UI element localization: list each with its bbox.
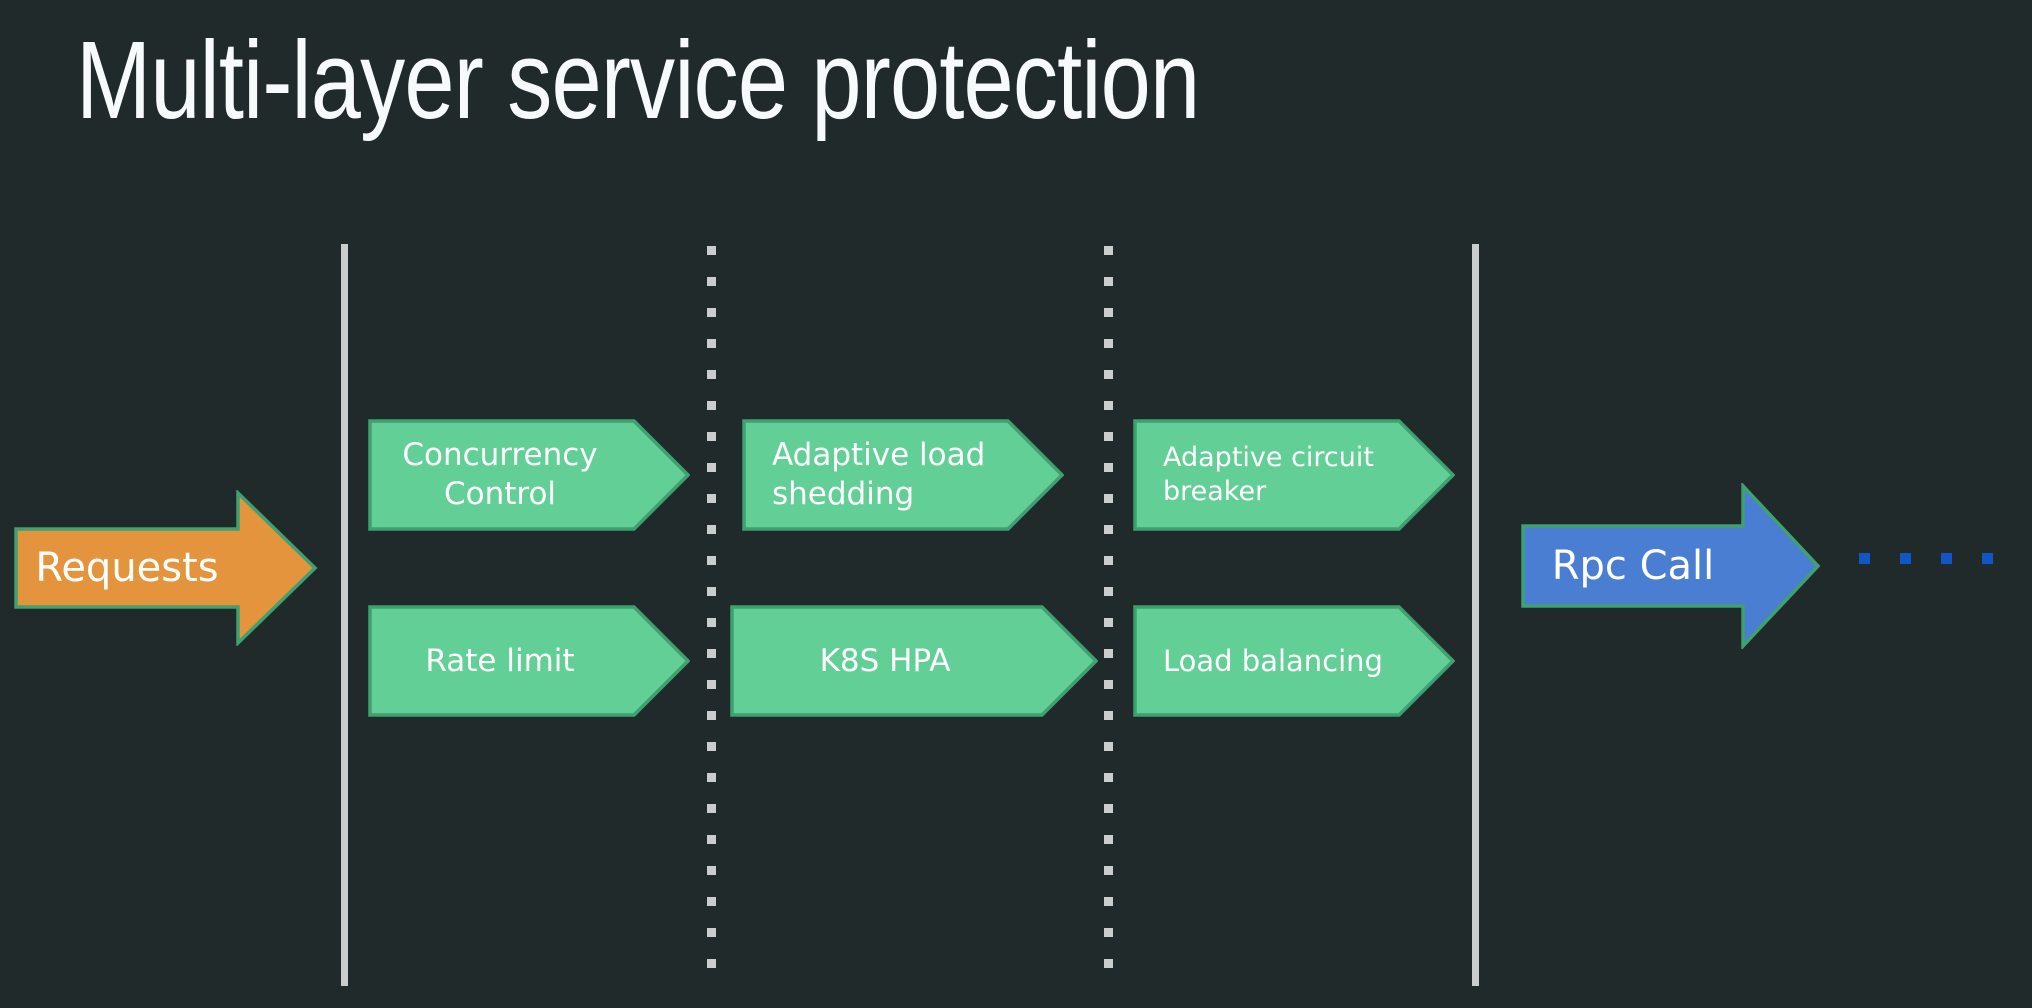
ellipsis-dot	[1859, 553, 1870, 564]
adaptive-circuit-breaker-shape: Adaptive circuit breaker	[1133, 419, 1455, 531]
rate-limit-shape: Rate limit	[368, 605, 690, 717]
dotted-divider-line-2	[1104, 246, 1113, 968]
requests-arrow-label: Requests	[35, 545, 219, 591]
ellipsis-dot	[1941, 553, 1952, 564]
pentagon-arrow-icon	[730, 605, 1098, 717]
k8s-hpa-label: K8S HPA	[819, 642, 951, 679]
rate-limit-label: Rate limit	[425, 642, 575, 679]
right-arrow-icon	[1521, 483, 1821, 649]
pentagon-arrow-icon	[368, 605, 690, 717]
concurrency-control-label: Concurrency Control	[402, 437, 598, 512]
right-boundary-line	[1472, 244, 1479, 986]
adaptive-circuit-breaker-label: Adaptive circuit breaker	[1163, 442, 1374, 507]
pentagon-arrow-icon	[1133, 605, 1455, 717]
page-title: Multi-layer service protection	[76, 19, 1200, 142]
rpc-call-arrow-label: Rpc Call	[1551, 543, 1715, 589]
rpc-call-arrow-shape: Rpc Call	[1521, 483, 1821, 649]
pentagon-arrow-icon	[1133, 419, 1455, 531]
adaptive-load-shedding-label: Adaptive load shedding	[772, 437, 986, 512]
load-balancing-label: Load balancing	[1163, 643, 1383, 678]
continuation-ellipsis-dots	[1859, 553, 1993, 564]
pentagon-arrow-icon	[368, 419, 690, 531]
dotted-divider-line-1	[707, 246, 716, 968]
ellipsis-dot	[1900, 553, 1911, 564]
ellipsis-dot	[1982, 553, 1993, 564]
pentagon-arrow-icon	[742, 419, 1064, 531]
concurrency-control-shape: Concurrency Control	[368, 419, 690, 531]
left-boundary-line	[341, 244, 348, 986]
k8s-hpa-shape: K8S HPA	[730, 605, 1098, 717]
right-arrow-icon	[14, 490, 318, 646]
adaptive-load-shedding-shape: Adaptive load shedding	[742, 419, 1064, 531]
load-balancing-shape: Load balancing	[1133, 605, 1455, 717]
requests-arrow-shape: Requests	[14, 490, 318, 646]
